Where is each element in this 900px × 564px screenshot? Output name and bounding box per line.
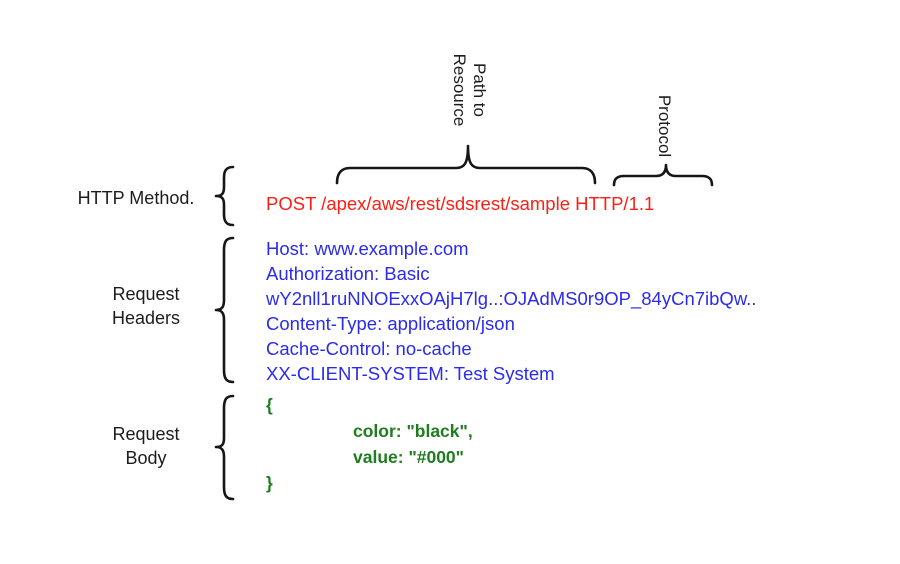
http-method-brace xyxy=(214,165,235,227)
body-line: { xyxy=(266,395,273,415)
header-line: Content-Type: application/json xyxy=(266,313,515,334)
header-line: XX-CLIENT-SYSTEM: Test System xyxy=(266,363,555,384)
request-headers-block: Host: www.example.com Authorization: Bas… xyxy=(266,236,756,386)
body-line: } xyxy=(266,473,273,493)
header-line: wY2nll1ruNNOExxOAjH7lg..:OJAdMS0r9OP_84y… xyxy=(266,288,757,309)
request-headers-label: Request Headers xyxy=(111,284,181,328)
body-line: value: "#000" xyxy=(353,447,464,467)
http-method-label: HTTP Method. xyxy=(77,188,195,208)
header-line: Authorization: Basic xyxy=(266,263,430,284)
header-line: Host: www.example.com xyxy=(266,238,469,259)
protocol-label: Protocol xyxy=(655,94,674,158)
request-body-block: { color: "black", value: "#000" } xyxy=(266,392,473,496)
path-to-resource-brace xyxy=(335,144,597,185)
request-body-brace xyxy=(214,394,235,501)
protocol-brace xyxy=(612,163,714,187)
body-line: color: "black", xyxy=(353,421,473,441)
request-headers-brace xyxy=(214,236,235,384)
path-to-resource-label: Path to Resource xyxy=(450,53,489,127)
request-line: POST /apex/aws/rest/sdsrest/sample HTTP/… xyxy=(266,193,655,214)
request-body-label: Request Body xyxy=(112,424,180,468)
header-line: Cache-Control: no-cache xyxy=(266,338,472,359)
